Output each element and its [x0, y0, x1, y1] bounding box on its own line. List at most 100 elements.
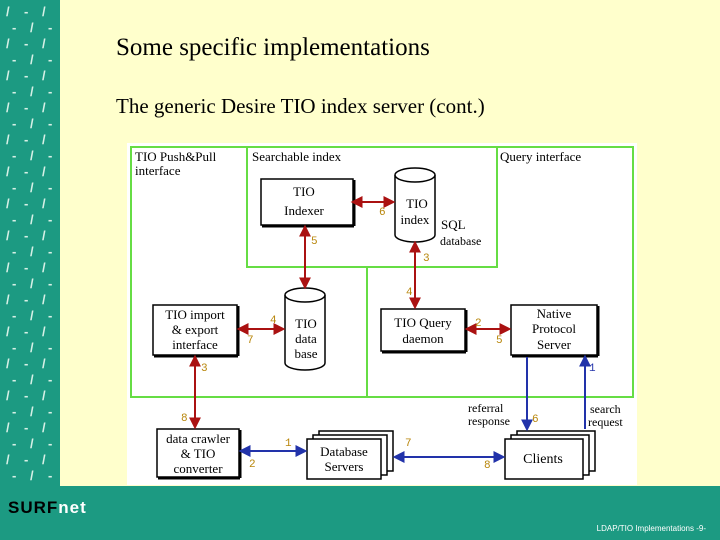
logo-net-text: net [58, 498, 87, 517]
sidebar-pattern-mark: - [12, 372, 17, 387]
sidebar-pattern-mark: / [6, 420, 10, 435]
sidebar-pattern-mark: - [48, 116, 53, 131]
import-label-3: interface [172, 337, 218, 352]
push-pull-label-2: interface [135, 163, 181, 178]
slide-subtitle: The generic Desire TIO index server (con… [116, 94, 485, 118]
step-2-servers: 2 [249, 459, 256, 471]
sidebar-pattern-mark: / [6, 324, 10, 339]
sidebar-pattern-mark: - [48, 244, 53, 259]
sidebar-pattern-mark: - [48, 340, 53, 355]
sidebar-pattern-mark: - [12, 276, 17, 291]
sidebar-pattern-mark: - [12, 468, 17, 483]
sidebar-pattern-mark: / [42, 356, 46, 371]
tio-index-label-1: TIO [406, 196, 428, 211]
crawler-label-1: data crawler [166, 431, 231, 446]
sidebar-pattern-mark: / [30, 308, 34, 323]
sidebar-pattern-mark: / [6, 4, 10, 19]
search-label: search [590, 402, 621, 416]
sidebar-pattern-mark: / [6, 36, 10, 51]
tio-db-label-1: TIO [295, 316, 317, 331]
sidebar-pattern-mark: / [30, 404, 34, 419]
decorative-sidebar: /-/-/-/-/-/-/-/-/-/-/-/-/-/-/-/-/-/-/-/-… [0, 0, 60, 486]
response-label: response [468, 414, 510, 428]
step-6-indexer: 6 [379, 207, 386, 219]
sidebar-pattern-mark: / [6, 132, 10, 147]
sidebar-pattern-mark: / [6, 100, 10, 115]
sidebar-pattern-mark: / [42, 132, 46, 147]
native-label-3: Server [537, 337, 572, 352]
sidebar-pattern-mark: - [24, 4, 29, 19]
footer-bar [0, 486, 720, 540]
sidebar-pattern-mark: - [12, 340, 17, 355]
sidebar-pattern-mark: / [30, 436, 34, 451]
page-label: LDAP/TIO Implementations -9- [596, 524, 706, 533]
query-daemon-label-2: daemon [402, 331, 444, 346]
sidebar-pattern-mark: / [42, 228, 46, 243]
sidebar-pattern-mark: / [42, 164, 46, 179]
sidebar-pattern-mark: - [48, 84, 53, 99]
step-3-import: 3 [201, 363, 208, 375]
sidebar-pattern-mark: / [42, 420, 46, 435]
step-4-import: 4 [270, 315, 277, 327]
sidebar-pattern-mark: - [48, 372, 53, 387]
step-8-crawler: 8 [181, 413, 188, 425]
sidebar-pattern-mark: / [42, 452, 46, 467]
sidebar-pattern-mark: - [24, 36, 29, 51]
sidebar-pattern-mark: / [42, 260, 46, 275]
sidebar-pattern-mark: / [30, 468, 34, 483]
query-daemon-label-1: TIO Query [394, 315, 452, 330]
sidebar-pattern-mark: / [6, 164, 10, 179]
tio-database-cylinder [284, 295, 326, 371]
sidebar-pattern-mark: - [48, 276, 53, 291]
step-7-servers: 7 [405, 438, 412, 450]
sidebar-pattern-mark: / [30, 276, 34, 291]
query-interface-label: Query interface [500, 149, 581, 164]
sidebar-pattern-mark: / [30, 52, 34, 67]
sidebar-pattern-mark: / [42, 292, 46, 307]
step-5-daemon: 5 [496, 335, 503, 347]
sidebar-pattern-mark: / [42, 196, 46, 211]
sidebar-pattern-mark: - [24, 228, 29, 243]
sidebar-pattern-mark: - [24, 68, 29, 83]
step-1-servers: 1 [285, 438, 292, 450]
sidebar-pattern-mark: - [48, 436, 53, 451]
indexer-box [260, 178, 354, 226]
sidebar-pattern-mark: / [30, 340, 34, 355]
sidebar-pattern-mark: / [6, 228, 10, 243]
sidebar-pattern-mark: - [48, 404, 53, 419]
sidebar-pattern-mark: - [12, 20, 17, 35]
sidebar-pattern-mark: / [42, 100, 46, 115]
clients-label: Clients [523, 452, 563, 467]
sidebar-pattern-mark: / [30, 84, 34, 99]
step-2-daemon: 2 [475, 318, 482, 330]
step-4-daemon-top: 4 [406, 287, 413, 299]
database-servers-stack [306, 430, 394, 480]
sidebar-pattern-mark: - [48, 52, 53, 67]
sidebar-pattern-mark: - [12, 84, 17, 99]
import-label-1: TIO import [165, 307, 225, 322]
sidebar-pattern-mark: / [30, 116, 34, 131]
tio-index-server-diagram: TIO Push&Pull interface Searchable index… [127, 143, 637, 485]
database-label: database [440, 234, 481, 248]
sidebar-pattern-mark: - [24, 196, 29, 211]
push-pull-label-1: TIO Push&Pull [135, 149, 217, 164]
import-label-2: & export [172, 322, 219, 337]
tio-db-label-2: data [295, 331, 317, 346]
sidebar-pattern-mark: - [12, 148, 17, 163]
query-daemon-box [380, 308, 466, 352]
sidebar-pattern-mark: - [12, 436, 17, 451]
slide-title: Some specific implementations [116, 34, 430, 61]
step-7-import: 7 [247, 335, 254, 347]
sidebar-pattern-mark: - [24, 164, 29, 179]
sidebar-pattern-mark: - [12, 308, 17, 323]
sidebar-pattern-mark: - [24, 388, 29, 403]
indexer-label-1: TIO [293, 184, 315, 199]
sidebar-pattern-mark: - [24, 260, 29, 275]
sidebar-pattern-mark: - [24, 356, 29, 371]
sidebar-pattern-mark: / [6, 196, 10, 211]
tio-index-label-2: index [401, 212, 430, 227]
crawler-label-3: converter [173, 461, 223, 476]
sidebar-pattern-mark: / [6, 452, 10, 467]
sidebar-pattern-mark: - [48, 308, 53, 323]
sidebar-pattern-mark: - [12, 212, 17, 227]
